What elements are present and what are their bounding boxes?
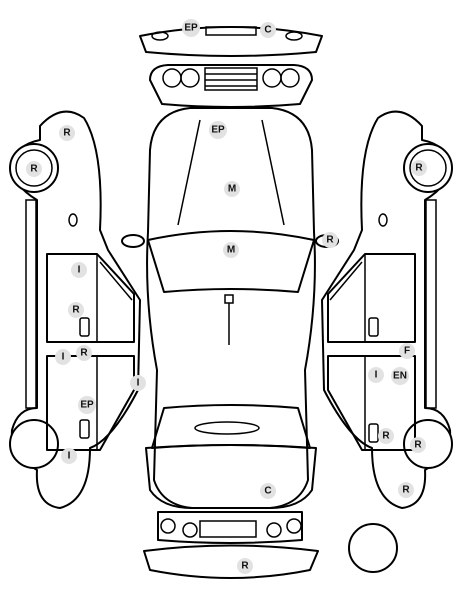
marker-hood-ep: EP: [209, 121, 227, 139]
marker-code: C: [264, 486, 271, 497]
marker-right-rear-wheel-r: R: [410, 437, 426, 453]
marker-left-rear-door-ep: EP: [78, 396, 96, 414]
front-bumper: [139, 26, 323, 57]
marker-code: EP: [211, 125, 225, 136]
marker-code: I: [62, 352, 65, 363]
marker-code: R: [326, 235, 334, 246]
marker-badge: [209, 121, 227, 139]
marker-code: EP: [80, 400, 94, 411]
marker-code: R: [241, 561, 249, 572]
marker-badge: [61, 448, 77, 464]
marker-badge: [68, 302, 84, 318]
marker-right-rear-door-en: EN: [391, 367, 409, 385]
marker-right-front-wheel-r: R: [411, 160, 427, 176]
marker-code: R: [72, 305, 80, 316]
marker-code: EP: [184, 23, 198, 34]
front-grille: [149, 64, 313, 108]
marker-hood-m: M: [224, 181, 240, 197]
marker-left-front-door-r: R: [68, 302, 84, 318]
marker-code: R: [382, 431, 390, 442]
marker-front-bumper-c: C: [260, 22, 276, 38]
marker-left-front-wheel-r: R: [26, 161, 42, 177]
marker-badge: [368, 367, 384, 383]
marker-left-front-door-i: I: [71, 262, 87, 278]
marker-right-rear-quarter-r: R: [378, 428, 394, 444]
marker-code: R: [415, 163, 423, 174]
marker-left-rear-door-r: R: [76, 345, 92, 361]
marker-code: R: [30, 164, 38, 175]
marker-badge: [26, 161, 42, 177]
marker-code: I: [137, 378, 140, 389]
marker-badge: [78, 396, 96, 414]
marker-badge: [130, 375, 146, 391]
marker-badge: [399, 343, 415, 359]
marker-code: I: [375, 370, 378, 381]
marker-rear-bumper-r: R: [237, 558, 253, 574]
marker-badge: [260, 483, 276, 499]
marker-trunk-c: C: [260, 483, 276, 499]
marker-code: R: [80, 348, 88, 359]
marker-code: M: [227, 245, 235, 256]
marker-code: I: [78, 265, 81, 276]
marker-right-mirror-r: R: [322, 232, 338, 248]
marker-left-fender-r: R: [59, 125, 75, 141]
marker-badge: [322, 232, 338, 248]
marker-code: M: [228, 184, 236, 195]
marker-code: F: [404, 346, 410, 357]
marker-windshield-m: M: [223, 242, 239, 258]
marker-roof-i: I: [130, 375, 146, 391]
marker-badge: [378, 428, 394, 444]
rear-bumper: [143, 511, 319, 579]
marker-badge: [411, 160, 427, 176]
marker-badge: [260, 22, 276, 38]
marker-right-front-door-f: F: [399, 343, 415, 359]
marker-badge: [237, 558, 253, 574]
marker-code: R: [63, 128, 71, 139]
marker-front-bumper-ep: EP: [182, 19, 200, 37]
marker-badge: [398, 482, 414, 498]
marker-badge: [224, 181, 240, 197]
marker-code: R: [402, 485, 410, 496]
marker-code: I: [68, 451, 71, 462]
marker-badge: [59, 125, 75, 141]
marker-right-rear-bumper-r: R: [398, 482, 414, 498]
marker-right-rear-door-i: I: [368, 367, 384, 383]
marker-code: EN: [393, 371, 407, 382]
marker-badge: [71, 262, 87, 278]
marker-left-rear-door-i: I: [55, 349, 71, 365]
marker-badge: [76, 345, 92, 361]
marker-badge: [55, 349, 71, 365]
marker-code: R: [414, 440, 422, 451]
right-side-view: [321, 110, 453, 509]
marker-badge: [223, 242, 239, 258]
damage-markers: EP C EP M M R R R I R I R I EP I R F I EN R R R C R: [26, 19, 427, 574]
marker-badge: [391, 367, 409, 385]
marker-left-rear-wheel-i: I: [61, 448, 77, 464]
marker-code: C: [264, 25, 271, 36]
car-body: [121, 107, 339, 509]
spare-wheel: [348, 523, 398, 573]
marker-badge: [182, 19, 200, 37]
marker-badge: [410, 437, 426, 453]
